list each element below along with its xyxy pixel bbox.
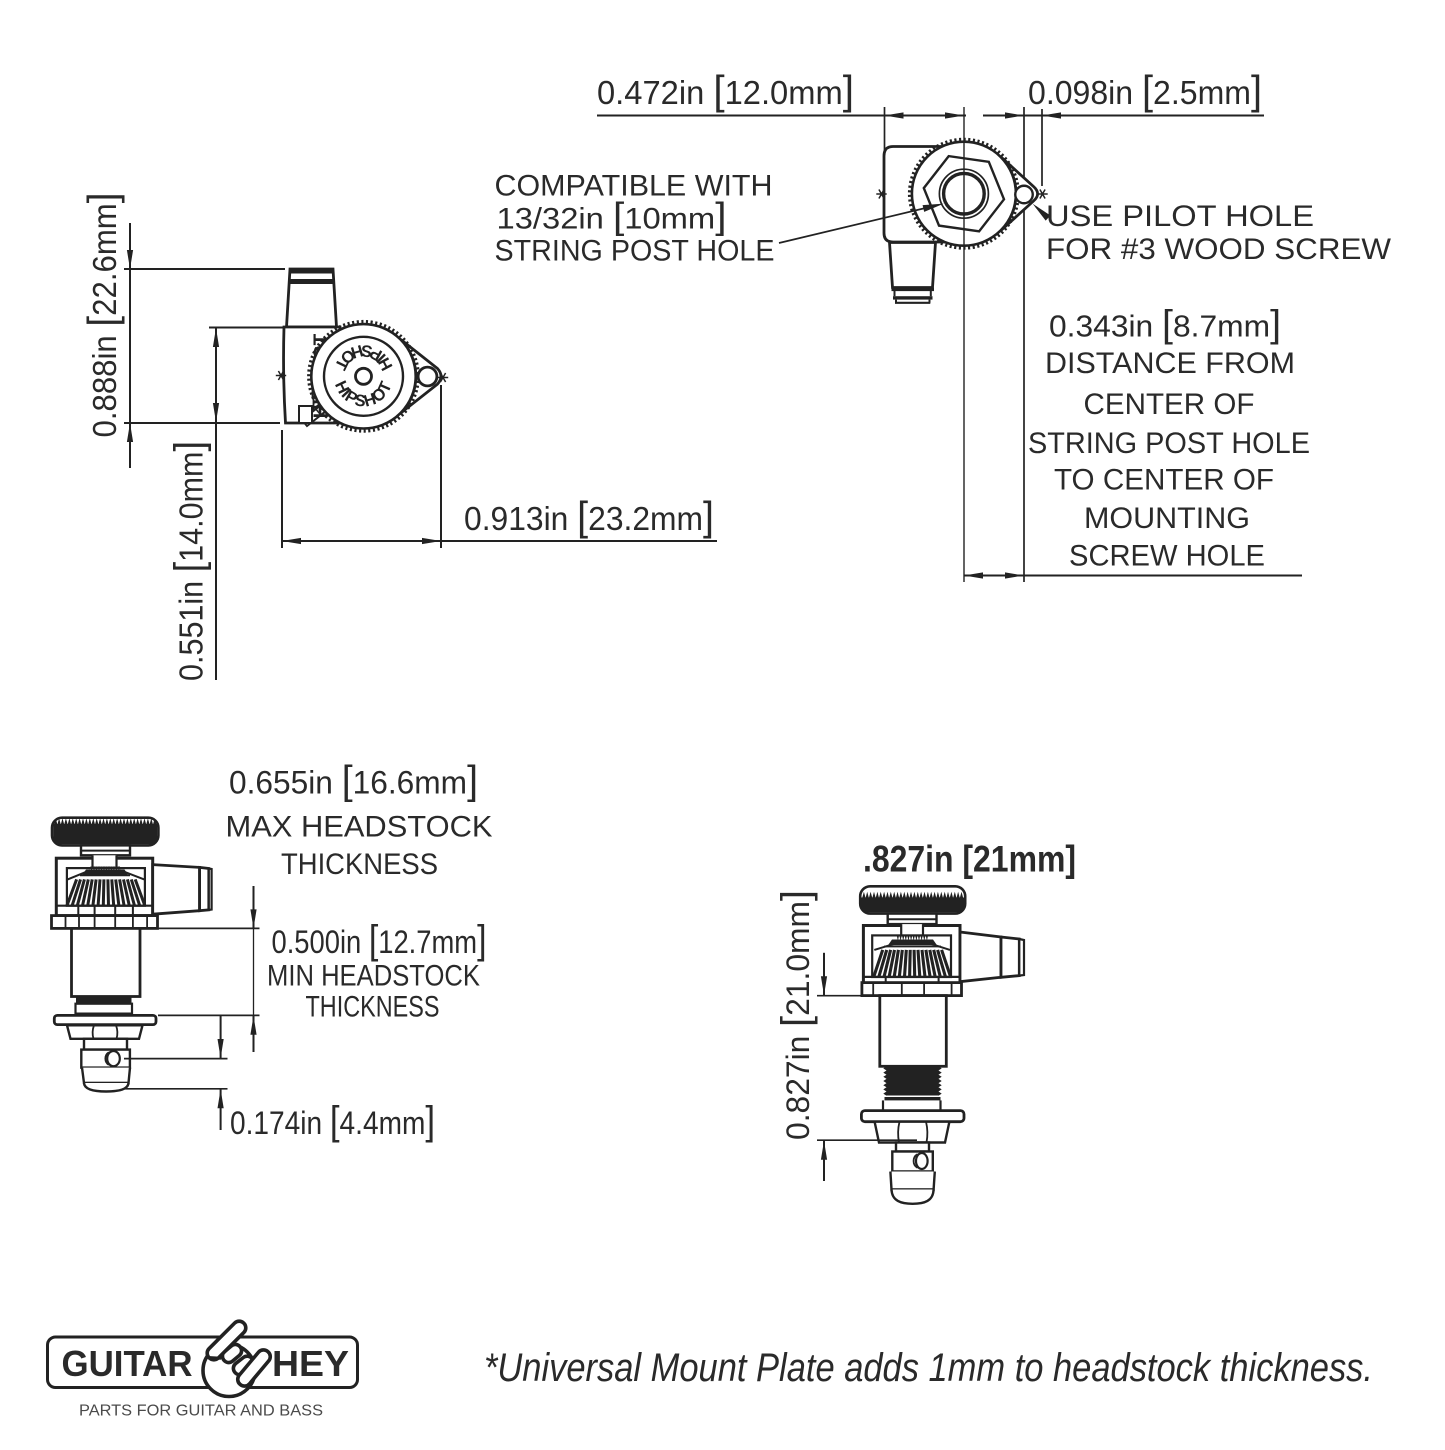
svg-text:0.827in [21.0mm]: 0.827in [21.0mm] xyxy=(774,890,818,1140)
svg-text:0.655in [16.6mm]: 0.655in [16.6mm] xyxy=(229,759,478,803)
svg-text:0.888in [22.6mm]: 0.888in [22.6mm] xyxy=(79,193,125,438)
svg-text:*Universal Mount Plate adds 1m: *Universal Mount Plate adds 1mm to heads… xyxy=(484,1346,1373,1390)
svg-text:0.174in [4.4mm]: 0.174in [4.4mm] xyxy=(230,1099,435,1143)
svg-text:COMPATIBLE WITH: COMPATIBLE WITH xyxy=(495,170,773,203)
svg-text:THICKNESS: THICKNESS xyxy=(281,848,438,881)
svg-text:CENTER OF: CENTER OF xyxy=(1084,388,1255,421)
svg-text:MOUNTING: MOUNTING xyxy=(1084,502,1250,535)
svg-text:0.913in [23.2mm]: 0.913in [23.2mm] xyxy=(464,493,714,539)
svg-text:0.500in [12.7mm]: 0.500in [12.7mm] xyxy=(272,918,487,962)
svg-text:0.551in [14.0mm]: 0.551in [14.0mm] xyxy=(166,441,212,681)
svg-text:MAX HEADSTOCK: MAX HEADSTOCK xyxy=(226,811,493,844)
svg-text:SCREW HOLE: SCREW HOLE xyxy=(1069,540,1265,573)
svg-text:0.098in [2.5mm]: 0.098in [2.5mm] xyxy=(1028,67,1262,113)
svg-text:.827in [21mm]: .827in [21mm] xyxy=(863,839,1076,880)
svg-text:STRING POST HOLE: STRING POST HOLE xyxy=(1028,427,1310,460)
svg-text:FOR #3 WOOD SCREW: FOR #3 WOOD SCREW xyxy=(1046,233,1392,266)
svg-text:PARTS FOR GUITAR AND BASS: PARTS FOR GUITAR AND BASS xyxy=(79,1402,323,1419)
svg-text:MIN HEADSTOCK: MIN HEADSTOCK xyxy=(267,960,480,993)
svg-text:STRING POST HOLE: STRING POST HOLE xyxy=(495,235,775,268)
svg-text:0.343in [8.7mm]: 0.343in [8.7mm] xyxy=(1049,303,1281,346)
svg-text:HEY: HEY xyxy=(272,1343,349,1384)
svg-text:0.472in [12.0mm]: 0.472in [12.0mm] xyxy=(597,67,854,113)
svg-text:GUITAR: GUITAR xyxy=(62,1343,193,1384)
svg-text:USE PILOT HOLE: USE PILOT HOLE xyxy=(1046,200,1314,233)
svg-text:DISTANCE FROM: DISTANCE FROM xyxy=(1045,347,1295,380)
svg-text:TO CENTER OF: TO CENTER OF xyxy=(1054,463,1274,496)
svg-text:THICKNESS: THICKNESS xyxy=(306,991,440,1024)
